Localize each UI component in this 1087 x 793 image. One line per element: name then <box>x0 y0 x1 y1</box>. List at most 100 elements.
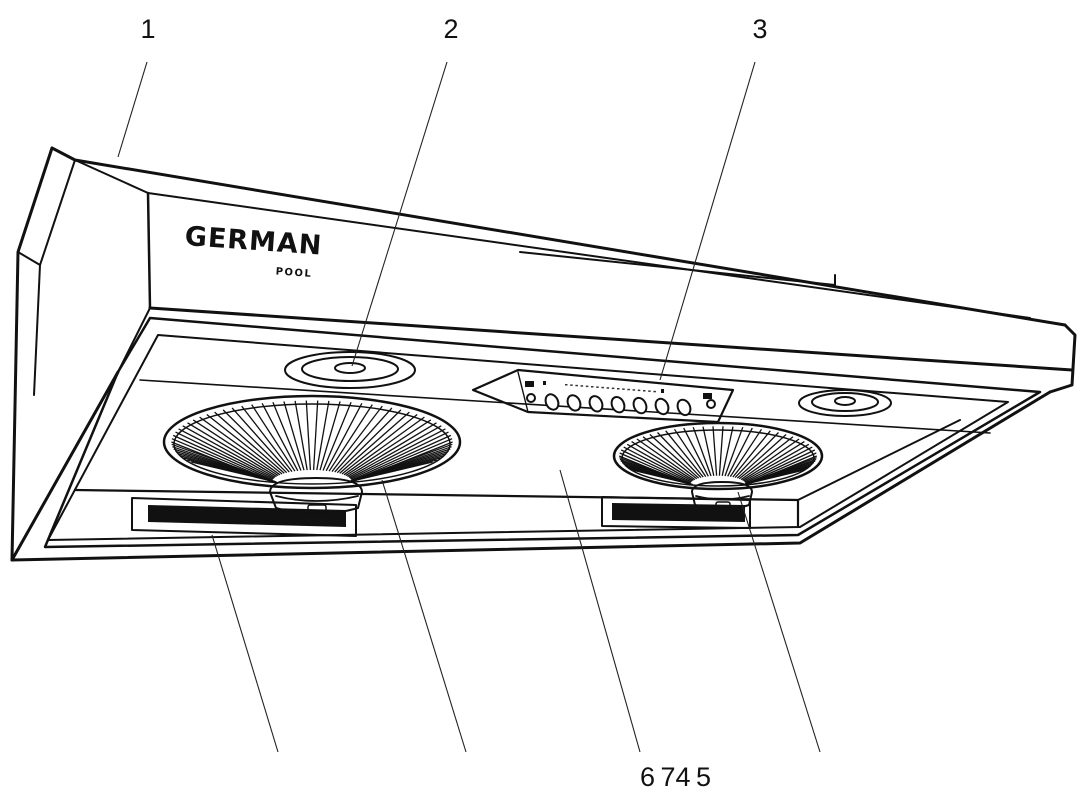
panel-mark <box>606 387 610 389</box>
fan-spoke <box>633 469 693 486</box>
fan-spoke <box>348 425 442 478</box>
control-panel <box>471 368 735 424</box>
panel-button <box>544 393 560 411</box>
fan-spoke <box>192 419 279 477</box>
fan-spoke <box>316 400 330 471</box>
panel-mark <box>632 389 636 391</box>
fan-spoke <box>743 469 803 486</box>
status-indicator <box>706 399 716 409</box>
panel-mark <box>596 386 599 388</box>
panel-mark <box>601 386 604 389</box>
brand-sub: POOL <box>275 266 312 280</box>
fan-spoke <box>736 434 787 479</box>
fan-spoke <box>724 426 744 477</box>
fan-spoke <box>339 411 410 474</box>
panel-button <box>610 396 626 414</box>
panel-mark <box>580 385 584 387</box>
fan-left <box>162 394 462 515</box>
fan-spoke <box>241 405 293 472</box>
panel-mark <box>703 393 712 399</box>
fan-spoke <box>683 427 709 477</box>
panel-mark <box>611 387 615 390</box>
fan-spoke <box>742 441 805 481</box>
fan-spoke <box>331 405 383 472</box>
callout-2: 2 <box>443 14 458 44</box>
underside-panel <box>43 316 1042 549</box>
fan-spoke <box>619 452 691 485</box>
fan-spoke <box>623 446 692 483</box>
fan-spoke <box>626 443 693 482</box>
fan-spoke <box>347 461 433 483</box>
panel-mark <box>565 384 568 386</box>
brand-name: GERMAN <box>184 221 324 262</box>
callout-bottom: 6 74 5 <box>640 762 711 792</box>
lamp-right <box>798 389 892 417</box>
fan-spoke <box>272 401 302 471</box>
panel-mark <box>543 381 546 385</box>
panel-mark <box>591 386 594 388</box>
fan-spoke <box>636 438 696 481</box>
callout-3: 3 <box>752 14 767 44</box>
fan-spoke <box>712 426 718 476</box>
panel-mark <box>585 385 589 388</box>
fan-spoke <box>351 434 452 481</box>
fan-spoke <box>692 426 712 477</box>
panel-mark <box>627 388 630 391</box>
fan-spoke <box>732 430 771 478</box>
panel-mark <box>617 388 620 390</box>
fan-spoke <box>251 404 296 472</box>
fan-spoke <box>743 443 810 482</box>
panel-button <box>676 398 692 417</box>
panel-button <box>632 396 648 415</box>
lamp-left <box>284 351 416 389</box>
panel-mark <box>575 384 578 387</box>
panel-mark <box>570 384 573 386</box>
fan-spoke <box>631 441 694 481</box>
fan-spoke <box>214 411 285 474</box>
fan-spoke <box>727 427 753 477</box>
fan-spoke <box>657 432 702 479</box>
fan-spoke <box>175 431 274 480</box>
panel-mark <box>622 388 625 390</box>
fan-spoke <box>729 428 763 477</box>
fan-spoke <box>191 461 277 483</box>
hood-body <box>10 146 1077 562</box>
fan-spoke <box>199 416 281 476</box>
fan-spoke <box>745 452 817 485</box>
fan-spoke <box>328 404 373 472</box>
grease-slot-left <box>131 497 357 537</box>
power-indicator <box>526 393 536 403</box>
fan-spoke <box>325 402 363 472</box>
panel-button <box>654 397 670 416</box>
fan-spoke <box>620 449 691 484</box>
fan-spoke <box>322 401 352 471</box>
fan-spoke <box>642 436 698 480</box>
fan-spoke <box>347 422 437 477</box>
fan-spoke <box>261 402 299 472</box>
fan-spoke <box>341 413 418 475</box>
fan-spoke <box>334 407 393 473</box>
fan-spoke <box>305 400 312 471</box>
panel-mark <box>653 390 656 393</box>
panel-mark <box>637 389 641 392</box>
fan-spoke <box>745 449 816 484</box>
fan-spoke <box>178 428 275 479</box>
grease-slot-right <box>601 496 751 529</box>
panel-mark <box>643 390 646 392</box>
fan-spoke <box>718 426 724 476</box>
fan-spoke <box>231 407 290 473</box>
leader-lines <box>117 61 821 753</box>
callouts: 1 2 3 6 74 5 <box>140 14 767 792</box>
panel-button <box>566 394 582 412</box>
fan-spoke <box>349 428 446 479</box>
panel-button <box>588 395 604 413</box>
fan-spoke <box>294 400 308 471</box>
panel-mark <box>648 390 651 392</box>
fan-spoke <box>673 428 707 477</box>
fan-spoke <box>182 425 276 478</box>
brand-logo: GERMAN POOL <box>184 221 324 280</box>
fan-right <box>612 421 824 511</box>
fan-spoke <box>665 430 704 478</box>
fan-spoke <box>740 438 800 481</box>
